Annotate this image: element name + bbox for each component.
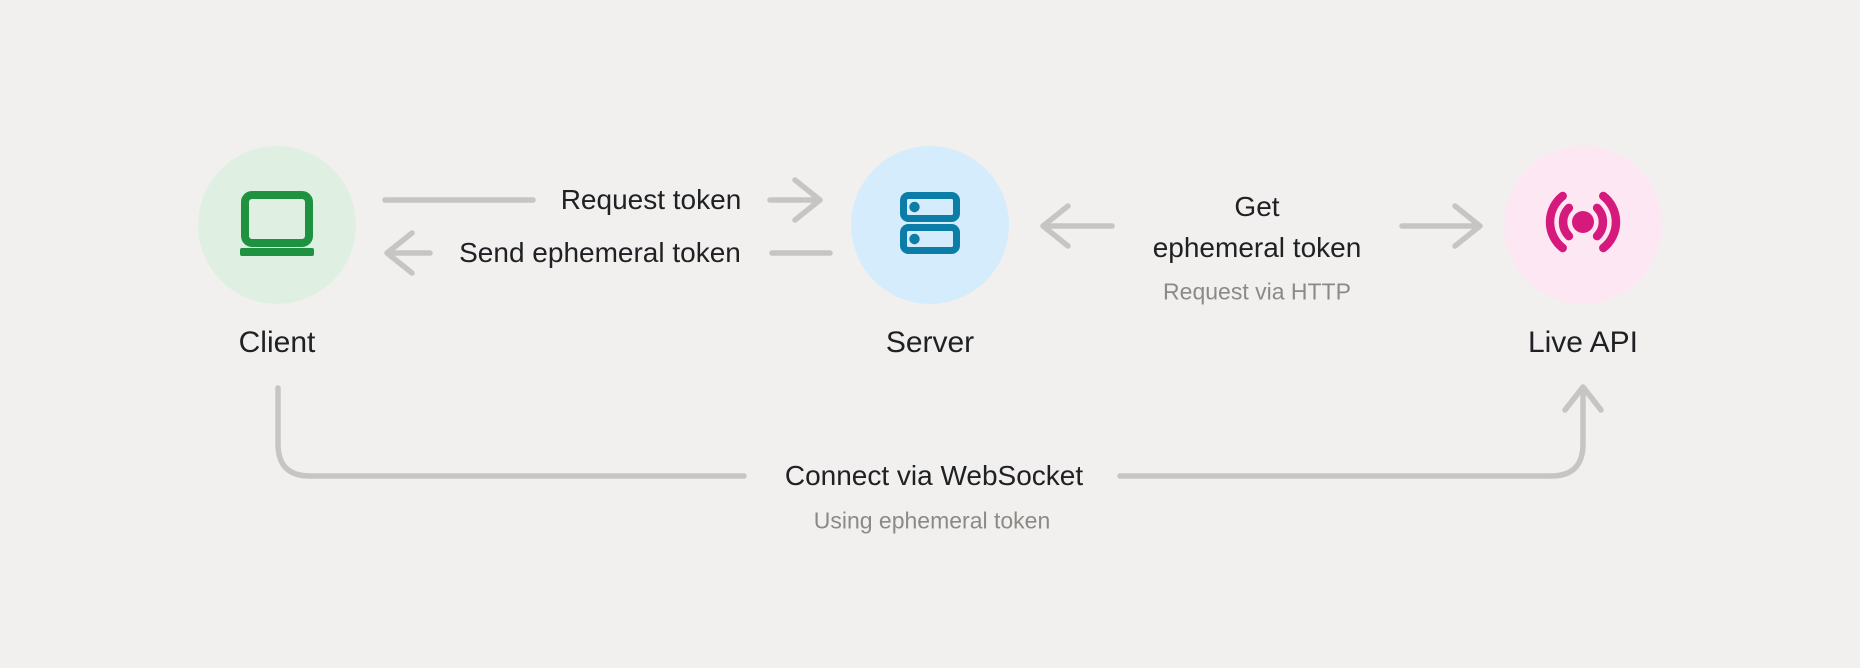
request-token-label: Request token [560, 184, 742, 215]
client-circle [198, 146, 356, 304]
server-circle [851, 146, 1009, 304]
send-ephemeral-token-label: Send ephemeral token [459, 237, 741, 268]
server-label: Server [885, 326, 975, 359]
arrow-left-icon [1040, 203, 1115, 249]
live-api-label: Live API [1527, 326, 1639, 359]
server-rack-icon [899, 191, 961, 260]
live-broadcast-icon [1539, 189, 1627, 262]
node-server: Server [851, 146, 1009, 359]
get-ephemeral-token-label: Get ephemeral token [1153, 186, 1362, 268]
arrow-right-icon [1399, 203, 1483, 249]
websocket-line-right-arrow-up-icon [1117, 384, 1604, 479]
get-ephemeral-token-label-line1: Get [1234, 191, 1280, 222]
using-ephemeral-token-sublabel: Using ephemeral token [813, 507, 1051, 534]
node-live-api: Live API [1504, 146, 1662, 359]
laptop-icon [238, 190, 316, 261]
get-ephemeral-token-label-line2: ephemeral token [1152, 232, 1362, 263]
request-via-http-sublabel: Request via HTTP [1163, 278, 1351, 305]
arrow-left-icon [384, 230, 433, 276]
client-label: Client [238, 326, 316, 359]
arrow-right-icon [767, 177, 823, 223]
connect-websocket-label: Connect via WebSocket [784, 460, 1084, 491]
node-client: Client [198, 146, 356, 359]
websocket-line-left [275, 385, 747, 479]
live-api-circle [1504, 146, 1662, 304]
